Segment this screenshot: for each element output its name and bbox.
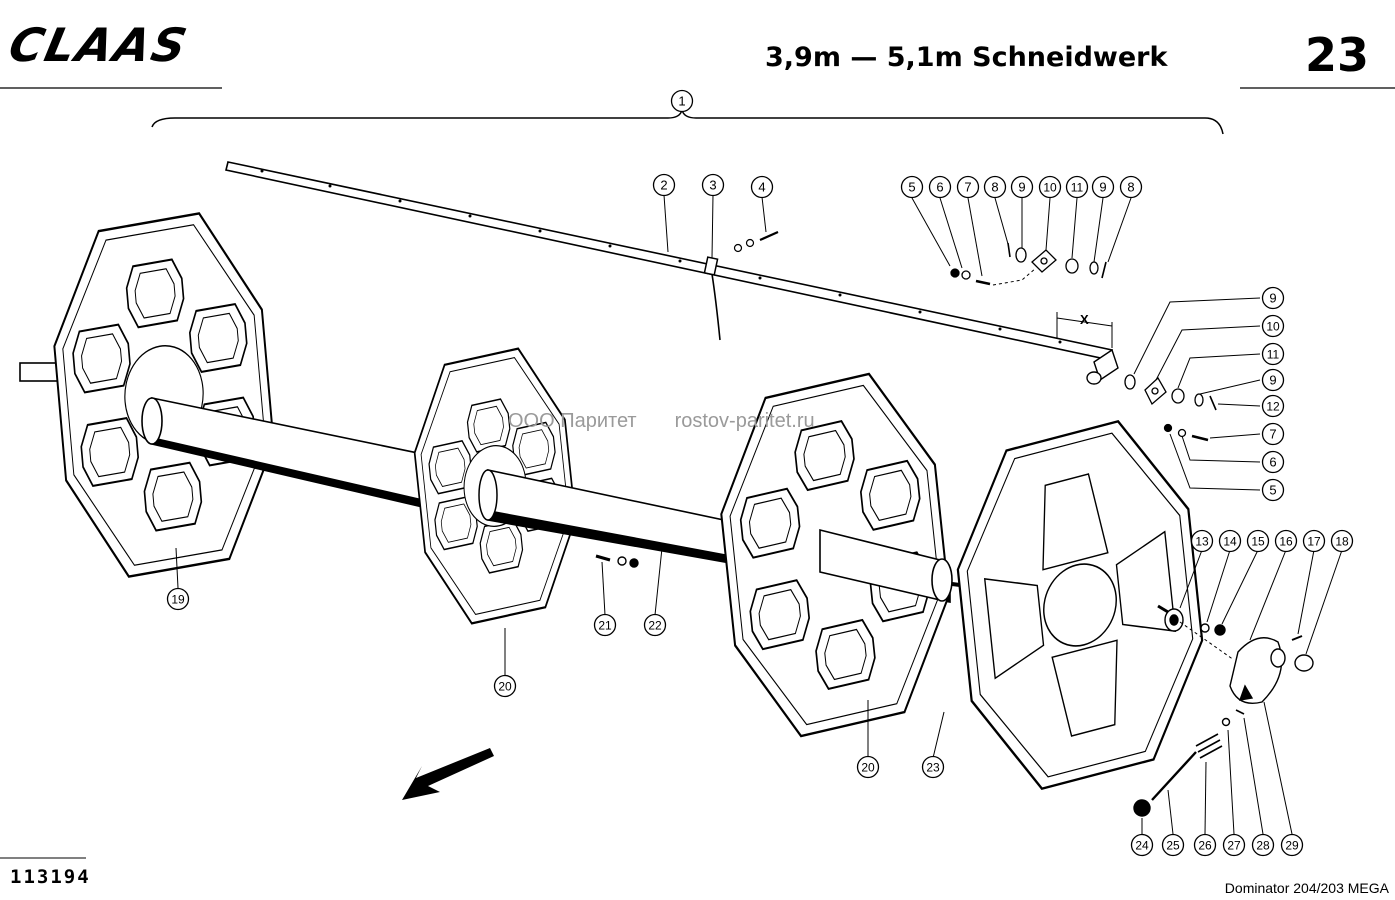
part-callout-19: 19 (166, 587, 190, 611)
part-callout-number: 3 (709, 178, 716, 193)
part-callout-number: 21 (598, 619, 612, 633)
part-callout-number: 5 (1269, 483, 1276, 498)
part-callout-number: 8 (991, 180, 998, 195)
part-callout-number: 9 (1099, 180, 1106, 195)
part-callout-number: 18 (1335, 535, 1349, 549)
part-callout-number: 25 (1166, 839, 1180, 853)
part-callout-number: 19 (171, 593, 185, 607)
part-callout-7: 7 (1261, 422, 1285, 446)
part-callout-number: 20 (498, 680, 512, 694)
part-callout-number: 29 (1285, 839, 1299, 853)
part-callout-number: 4 (758, 180, 765, 195)
part-callout-7: 7 (956, 175, 980, 199)
part-callout-9: 9 (1261, 286, 1285, 310)
part-callout-11: 11 (1065, 175, 1089, 199)
part-callout-26: 26 (1193, 833, 1217, 857)
part-callout-14: 14 (1218, 529, 1242, 553)
part-callout-number: 10 (1266, 320, 1280, 334)
part-callout-8: 8 (983, 175, 1007, 199)
part-callout-number: 2 (660, 178, 667, 193)
part-callout-8: 8 (1119, 175, 1143, 199)
part-callout-number: 5 (908, 180, 915, 195)
part-callout-6: 6 (1261, 450, 1285, 474)
part-callout-number: 27 (1227, 839, 1241, 853)
part-callout-12: 12 (1261, 394, 1285, 418)
part-callout-18: 18 (1330, 529, 1354, 553)
part-callout-number: 15 (1251, 535, 1265, 549)
part-callout-24: 24 (1130, 833, 1154, 857)
part-callout-17: 17 (1302, 529, 1326, 553)
part-callout-9: 9 (1091, 175, 1115, 199)
part-callout-29: 29 (1280, 833, 1304, 857)
part-callout-13: 13 (1190, 529, 1214, 553)
part-callout-number: 22 (648, 619, 662, 633)
part-callout-5: 5 (1261, 478, 1285, 502)
part-callout-number: 10 (1043, 181, 1057, 195)
watermark-company: ООО Паритет (508, 410, 637, 432)
part-callout-number: 26 (1198, 839, 1212, 853)
part-callout-20: 20 (856, 755, 880, 779)
part-callout-10: 10 (1038, 175, 1062, 199)
part-callout-number: 7 (1269, 427, 1276, 442)
part-callout-number: 13 (1195, 535, 1209, 549)
part-callout-11: 11 (1261, 342, 1285, 366)
part-callout-15: 15 (1246, 529, 1270, 553)
part-callout-27: 27 (1222, 833, 1246, 857)
part-callout-number: 17 (1307, 535, 1321, 549)
part-callout-9: 9 (1010, 175, 1034, 199)
part-callout-number: 8 (1127, 180, 1134, 195)
part-callout-number: 11 (1071, 181, 1084, 195)
part-callout-28: 28 (1251, 833, 1275, 857)
part-callout-number: 7 (964, 180, 971, 195)
part-callout-number: 9 (1018, 180, 1025, 195)
part-callout-number: 20 (861, 761, 875, 775)
part-callout-number: 9 (1269, 291, 1276, 306)
dimension-x-label: X (1080, 312, 1089, 327)
page-title: 3,9m — 5,1m Schneidwerk (765, 42, 1168, 73)
part-callout-number: 28 (1256, 839, 1270, 853)
part-callout-2: 2 (652, 173, 676, 197)
watermark-site: rostov-paritet.ru (674, 410, 815, 432)
part-callout-3: 3 (701, 173, 725, 197)
page-number: 23 (1305, 28, 1370, 82)
part-callout-22: 22 (643, 613, 667, 637)
part-callout-6: 6 (928, 175, 952, 199)
part-callout-number: 1 (678, 94, 685, 109)
part-callout-number: 23 (926, 761, 940, 775)
part-callout-25: 25 (1161, 833, 1185, 857)
machine-model: Dominator 204/203 MEGA (1224, 880, 1389, 896)
watermark: ООО Паритет rostov-paritet.ru (508, 410, 853, 433)
part-callout-number: 24 (1135, 839, 1149, 853)
drawing-number: 113194 (10, 866, 91, 888)
part-callout-number: 12 (1266, 400, 1280, 414)
part-callout-number: 11 (1267, 348, 1280, 362)
part-callout-21: 21 (593, 613, 617, 637)
part-callout-9: 9 (1261, 368, 1285, 392)
part-callout-4: 4 (750, 175, 774, 199)
part-callout-number: 16 (1279, 535, 1293, 549)
part-callout-number: 14 (1223, 535, 1237, 549)
part-callout-number: 6 (936, 180, 943, 195)
part-callout-number: 9 (1269, 373, 1276, 388)
part-callout-20: 20 (493, 674, 517, 698)
part-callout-23: 23 (921, 755, 945, 779)
part-callout-5: 5 (900, 175, 924, 199)
part-callout-1: 1 (670, 89, 694, 113)
part-callout-16: 16 (1274, 529, 1298, 553)
part-callout-number: 6 (1269, 455, 1276, 470)
part-callout-10: 10 (1261, 314, 1285, 338)
